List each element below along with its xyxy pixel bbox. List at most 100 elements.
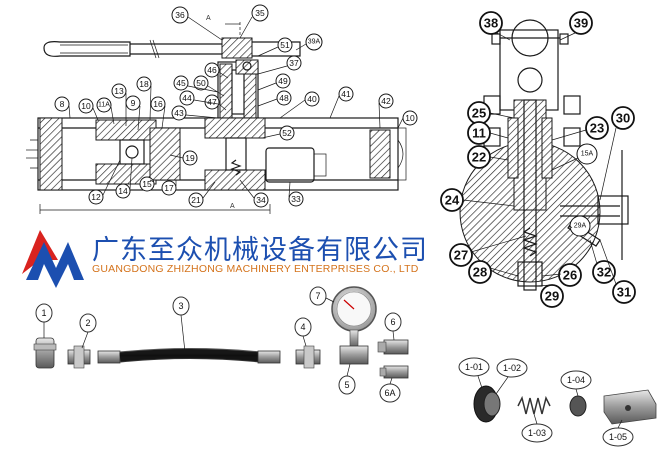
callout: 21 [188, 192, 204, 208]
pump-callouts: 36 35 51 39A 46 37 45 50 49 44 47 48 43 … [54, 4, 418, 208]
callout: 9 [125, 95, 141, 111]
callout: 23 [585, 116, 609, 140]
callout: 31 [612, 280, 636, 304]
svg-text:10: 10 [81, 101, 91, 111]
company-name-english: GUANGDONG ZHIZHONG MACHINERY ENTERPRISES… [92, 263, 419, 275]
callout: 10 [78, 98, 94, 114]
check-valve-callouts: 1-01 1-02 1-03 1-04 1-05 [458, 357, 634, 447]
accessory-callouts: 1 2 3 4 5 6 6A 7 [35, 286, 402, 403]
callout: 22 [467, 145, 491, 169]
callout: 26 [558, 263, 582, 287]
svg-text:45: 45 [176, 78, 186, 88]
svg-text:29A: 29A [574, 223, 587, 230]
callout: 16 [150, 96, 166, 112]
svg-text:38: 38 [484, 16, 498, 31]
check-valve-parts [473, 385, 657, 425]
callout: 28 [468, 260, 492, 284]
callout: 10 [402, 110, 418, 126]
svg-text:41: 41 [341, 89, 351, 99]
svg-text:51: 51 [280, 40, 290, 50]
company-name-chinese: 广东至众机械设备有限公司 [92, 235, 428, 266]
company-logo [22, 230, 84, 288]
svg-text:17: 17 [164, 183, 174, 193]
svg-text:1-04: 1-04 [567, 375, 585, 385]
callout: 37 [286, 55, 302, 71]
svg-text:A: A [230, 203, 235, 210]
part-callout: 1-03 [521, 423, 553, 443]
callout: 40 [304, 91, 320, 107]
svg-text:23: 23 [590, 121, 604, 136]
part-callout: 7 [309, 286, 327, 306]
callout: 45 [173, 75, 189, 91]
svg-text:3: 3 [178, 301, 183, 311]
part-callout: 1-04 [560, 370, 592, 390]
svg-text:18: 18 [139, 79, 149, 89]
svg-text:39: 39 [574, 16, 588, 31]
callout: 11 [467, 121, 491, 145]
part-callout: 6 [384, 312, 402, 332]
svg-text:11A: 11A [98, 102, 110, 109]
svg-text:28: 28 [473, 265, 487, 280]
callout: 46 [204, 62, 220, 78]
callout: 35 [251, 4, 269, 22]
svg-text:9: 9 [131, 98, 136, 108]
svg-text:26: 26 [563, 268, 577, 283]
callout: 52 [279, 125, 295, 141]
svg-text:27: 27 [454, 248, 468, 263]
svg-text:25: 25 [472, 106, 486, 121]
callout: 50 [193, 75, 209, 91]
callout: 17 [161, 180, 177, 196]
section-callouts: 38 39 25 30 11 23 22 15A 24 29A 27 28 26… [440, 11, 636, 308]
svg-text:A: A [206, 15, 211, 22]
svg-text:1-05: 1-05 [609, 432, 627, 442]
svg-text:21: 21 [191, 195, 201, 205]
svg-text:1-01: 1-01 [465, 362, 483, 372]
callout: 27 [449, 243, 473, 267]
svg-text:12: 12 [91, 192, 101, 202]
svg-text:40: 40 [307, 94, 317, 104]
callout: 30 [611, 106, 635, 130]
svg-text:48: 48 [279, 93, 289, 103]
callout: 14 [115, 183, 131, 199]
part-callout: 6A [379, 383, 401, 403]
callout: 39A [305, 33, 323, 51]
callout: 44 [179, 90, 195, 106]
svg-text:10: 10 [405, 113, 415, 123]
part-callout: 1-05 [602, 427, 634, 447]
callout: 51 [277, 37, 293, 53]
svg-text:4: 4 [300, 322, 305, 332]
svg-text:11: 11 [472, 126, 486, 141]
svg-text:15A: 15A [581, 151, 594, 158]
svg-text:1-03: 1-03 [528, 428, 546, 438]
callout: 43 [171, 105, 187, 121]
svg-text:2: 2 [85, 318, 90, 328]
svg-text:50: 50 [196, 78, 206, 88]
part-callout: 5 [338, 375, 356, 395]
callout: 49 [275, 73, 291, 89]
callout: 48 [276, 90, 292, 106]
svg-text:33: 33 [291, 194, 301, 204]
svg-text:46: 46 [207, 65, 217, 75]
svg-text:6A: 6A [384, 388, 395, 398]
svg-text:13: 13 [114, 86, 124, 96]
svg-text:8: 8 [60, 99, 65, 109]
svg-text:20: 20 [407, 137, 417, 147]
svg-text:37: 37 [289, 58, 299, 68]
svg-text:1: 1 [41, 308, 46, 318]
callout: 18 [136, 76, 152, 92]
callout: 11A [96, 97, 112, 113]
svg-text:16: 16 [153, 99, 163, 109]
svg-text:35: 35 [255, 8, 265, 18]
callout: 36 [171, 6, 189, 24]
svg-text:5: 5 [344, 380, 349, 390]
part-callout: 1-01 [458, 357, 490, 377]
svg-text:39A: 39A [308, 39, 321, 46]
svg-text:7: 7 [315, 291, 320, 301]
callout: 13 [111, 83, 127, 99]
svg-text:52: 52 [282, 128, 292, 138]
part-callout: 2 [79, 313, 97, 333]
svg-text:15: 15 [142, 179, 152, 189]
callout: 29 [540, 284, 564, 308]
svg-text:47: 47 [207, 97, 217, 107]
section-view-drawing [459, 19, 629, 291]
